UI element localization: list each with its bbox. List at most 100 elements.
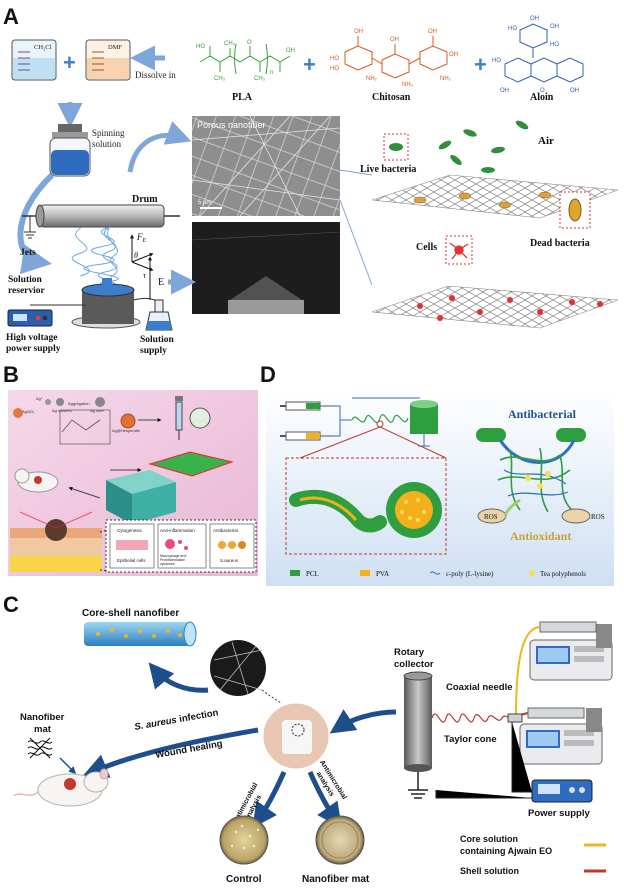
- chitosan-structure: [344, 36, 448, 79]
- svg-text:Ag core: Ag core: [90, 408, 105, 413]
- solution-reservoir: [71, 278, 141, 329]
- svg-text:O: O: [540, 88, 545, 94]
- svg-text:PVA: PVA: [376, 570, 389, 578]
- legend-shell-label: Shell solution: [460, 866, 519, 876]
- svg-text:OH: OH: [530, 16, 539, 22]
- fiber-zoom-box: [285, 457, 447, 555]
- coaxial-jet: [431, 713, 515, 723]
- sem-circle: [210, 640, 266, 696]
- coaxial-label: Coaxial needle: [446, 682, 513, 693]
- spinning-solution-bottle: [49, 124, 91, 177]
- pla-structure: [199, 43, 291, 75]
- cells-mesh: [371, 285, 619, 329]
- skin-section: [10, 511, 102, 572]
- svg-text:ε-poly (L-lysine): ε-poly (L-lysine): [446, 570, 494, 578]
- svg-text:NH₂: NH₂: [440, 76, 452, 82]
- force-diagram: [130, 234, 154, 300]
- svg-text:CH₃: CH₃: [224, 41, 236, 47]
- ros-right: ROS: [591, 513, 605, 521]
- panel-d-background: [266, 390, 614, 586]
- legend-d: PCL PVA ε-poly (L-lysine) Tea polyphenol…: [290, 570, 586, 578]
- green-membrane: [148, 451, 234, 477]
- hv-label: High voltage power supply: [6, 333, 61, 354]
- svg-text:HO: HO: [550, 42, 559, 48]
- network-diagram: [476, 428, 591, 524]
- taylor-label: Taylor cone: [444, 734, 497, 745]
- mouse-c-icon: [13, 768, 109, 807]
- collector-drum: [410, 400, 438, 447]
- svg-text:CH₃: CH₃: [214, 76, 226, 82]
- plus-sign-a3: +: [474, 52, 487, 77]
- analysis-arrow-left: [252, 770, 287, 829]
- svg-text:Ag⁺: Ag⁺: [36, 396, 43, 401]
- wound-dressing-photo: [260, 700, 332, 772]
- panel-d-letter: D: [260, 362, 276, 387]
- svg-text:OH: OH: [550, 24, 559, 30]
- plus-sign-a1: +: [63, 50, 76, 75]
- svg-text:Ag@Hesperidin: Ag@Hesperidin: [112, 428, 140, 433]
- mouse-icon: [14, 468, 59, 493]
- sem-scale: 5 µm: [198, 200, 211, 206]
- svg-text:OH: OH: [449, 52, 458, 58]
- svg-text:OH: OH: [428, 29, 437, 35]
- theta-label: θ: [134, 251, 138, 260]
- jets-label: Jets: [20, 248, 36, 258]
- dissolve-label: Dissolve in: [135, 70, 176, 80]
- arrow-from-collector: [329, 709, 397, 734]
- nanofiber-mat-label: Nanofiber mat: [302, 874, 370, 885]
- nanofiber-mat-icon: [27, 737, 53, 759]
- svg-text:AgNO₃: AgNO₃: [22, 409, 35, 414]
- porous-label: Porous nanofiber: [197, 120, 266, 130]
- cells-label: Cells: [416, 242, 437, 253]
- syringe-pump-top: [529, 621, 613, 681]
- svg-text:Ag clusters: Ag clusters: [52, 408, 72, 413]
- syringe-pump-bottom: [519, 707, 603, 765]
- power-label: Power supply: [528, 808, 590, 819]
- antibacterial-box: Antibacterial S.aureus: [209, 523, 255, 569]
- svg-text:HO: HO: [196, 44, 205, 50]
- panel-b-letter: B: [3, 362, 19, 387]
- drum: [22, 204, 180, 239]
- svg-text:OH: OH: [500, 88, 509, 94]
- svg-text:PCL: PCL: [306, 570, 319, 578]
- chitosan-label: Chitosan: [372, 92, 411, 103]
- plus-sign-a2: +: [303, 52, 316, 77]
- svg-text:O: O: [247, 40, 252, 46]
- aloin-structure: [504, 23, 584, 83]
- svg-text:Macrophage and Proinfl: Macrophage and Proinflammation cytokines: [160, 554, 187, 566]
- curved-arrow-to-reservoir: [17, 172, 55, 275]
- rotary-label: Rotary collector: [394, 647, 434, 670]
- svg-text:S.aureus: S.aureus: [220, 558, 239, 563]
- beaker-dmf-label: DMF: [108, 44, 122, 51]
- anti-inflammation-box: Anti-inflammation Macrophage and Proinfl…: [157, 523, 207, 569]
- nanofiber-cube: [106, 470, 176, 524]
- svg-text:HO: HO: [492, 58, 501, 64]
- panel-c-letter: C: [3, 592, 19, 617]
- syringe-icon: [175, 396, 211, 440]
- antibacterial-mesh: [371, 120, 619, 219]
- svg-text:n: n: [270, 70, 273, 76]
- reservoir-label: Solution reservior: [8, 275, 46, 296]
- core-shell-label: Core-shell nanofiber: [82, 608, 179, 619]
- beaker-ch3cl-label: CH₃Cl: [34, 44, 52, 51]
- svg-text:NH₂: NH₂: [366, 76, 378, 82]
- drum-label: Drum: [132, 194, 158, 205]
- aloin-label: Aloin: [530, 92, 554, 103]
- svg-text:OH: OH: [390, 37, 399, 43]
- sem-image-porous-nanofiber: [191, 115, 341, 217]
- syringe-pcl: [280, 401, 334, 411]
- high-voltage-supply: [7, 304, 86, 327]
- panel-d: D: [260, 362, 614, 586]
- spinning-solution-label: Spinning solution: [92, 128, 127, 149]
- beaker-dmf: DMF: [85, 39, 131, 81]
- infection-label: S. aureus infection: [134, 707, 220, 733]
- svg-text:OH: OH: [354, 29, 363, 35]
- curved-arrow-to-fiber: [148, 662, 209, 693]
- fe-label: FE: [136, 232, 147, 244]
- panel-c: C Core-shell nanofiber S. aureus infecti…: [3, 592, 613, 885]
- supply-label: Solution supply: [140, 335, 176, 356]
- live-bacteria-label: Live bacteria: [360, 164, 416, 175]
- rotary-collector: [403, 671, 433, 799]
- healing-arrow: [82, 727, 259, 778]
- svg-text:Cytogenesis: Cytogenesis: [117, 528, 143, 533]
